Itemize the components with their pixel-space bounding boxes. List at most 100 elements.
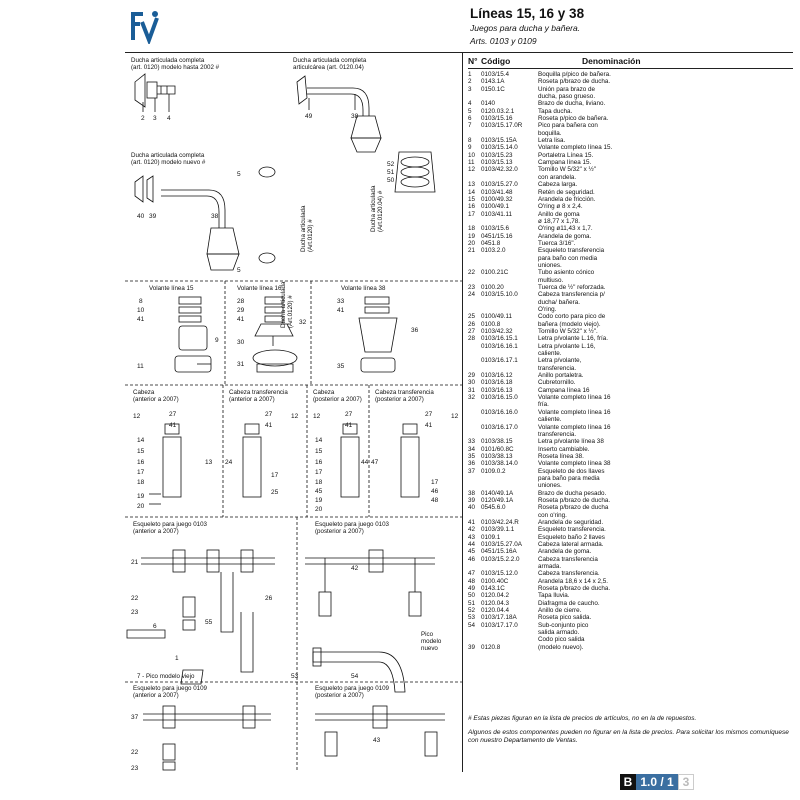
diagram-caption: Cabeza [133, 389, 155, 396]
cell-code [481, 416, 538, 423]
part-number: 15 [137, 448, 145, 455]
cell-desc: O'ring. [538, 306, 557, 313]
cell-desc: Diafragma de caucho. [538, 599, 600, 607]
table-row: ducha/ bañera. [468, 299, 793, 306]
cell-code: 0103/16.13 [481, 386, 513, 394]
cell-num: 3 [468, 85, 472, 93]
part-number: 20 [137, 503, 145, 510]
cell-desc: Boquilla p/pico de bañera. [538, 71, 611, 78]
cell-code: 0103/42.32 [481, 328, 513, 336]
cell-num [468, 409, 481, 416]
table-row: con arandela. [468, 174, 793, 181]
cell-desc: Letra p/volante L.16, [538, 342, 596, 350]
cell-desc: para baño para media [538, 474, 600, 482]
cell-code: 0103.2.0 [481, 247, 506, 255]
cell-num: 9 [468, 144, 472, 152]
cell-num: 44 [468, 541, 476, 548]
diagram-caption: Ducha articulada [370, 185, 377, 232]
cell-desc: O'ring ø 8 x 2,4. [538, 203, 583, 211]
cell-code: 0140 [481, 100, 496, 108]
cell-num: 32 [468, 394, 476, 402]
cell-desc: Esqueleto transferencia. [538, 526, 606, 534]
cell-code: 0120.04.3 [481, 599, 510, 607]
cell-code: 0451.8 [481, 239, 501, 247]
cell-num [468, 636, 481, 643]
cell-code [481, 93, 538, 100]
cell-num: 48 [468, 577, 476, 585]
table-row: ducha, paso grueso. [468, 93, 793, 100]
cell-num: 46 [468, 555, 476, 563]
cell-code [481, 277, 538, 284]
cell-num: 45 [468, 548, 476, 556]
table-row: armada. [468, 563, 793, 570]
diagram-caption: Volante línea 38 [341, 285, 386, 292]
part-number: 52 [387, 161, 395, 168]
part-number: 22 [131, 595, 139, 602]
part-number: 48 [431, 497, 439, 504]
part-number: 23 [131, 765, 139, 772]
part-number: 6 [153, 623, 157, 630]
cell-desc: Volante completo línea 16 [538, 423, 611, 431]
part-number: 11 [137, 363, 144, 370]
part-number: 43 [373, 737, 381, 744]
cell-desc: Arandela de seguridad. [538, 518, 604, 526]
part-number: 32 [299, 319, 307, 326]
cell-code: 0140/49.1A [481, 489, 514, 497]
cell-code: 0103/16.18 [481, 379, 513, 387]
cell-num: 13 [468, 181, 476, 189]
cell-num: 47 [468, 570, 476, 578]
cell-code: 0103/15.12.0 [481, 570, 518, 578]
cell-desc: Roseta línea 38. [538, 452, 584, 460]
part-number: 1 [175, 655, 179, 662]
part-number: 27 [169, 411, 177, 418]
cell-num: 14 [468, 188, 476, 196]
cell-num: 19 [468, 232, 476, 240]
cell-num: 42 [468, 526, 476, 534]
cell-desc: Anillo de goma [538, 210, 580, 218]
part-number: 42 [351, 565, 359, 572]
part-number: 12 [313, 413, 321, 420]
fv-logo [125, 8, 161, 44]
part-number: 41 [265, 422, 273, 429]
cell-code [481, 636, 538, 643]
diagram-caption: Ducha articulada completa [131, 152, 205, 159]
cell-desc: Tapa ducha. [538, 107, 573, 115]
col-code-header: Código [481, 56, 511, 66]
cell-desc: Volante completo línea 16 [538, 394, 611, 402]
diagram-caption: Volante línea 16 [237, 285, 282, 292]
cell-code: 0103/15.15A [481, 137, 517, 145]
cell-desc: Codo pico salida [538, 636, 585, 644]
cell-desc: Cabeza transferencia. [538, 570, 600, 578]
diagram-caption: (Art.0120) # [307, 219, 314, 252]
cell-code: 0103/15.4 [481, 71, 510, 78]
cell-num: 17 [468, 210, 476, 218]
cell-code: 0101/60.8C [481, 445, 514, 453]
cell-num [468, 299, 481, 306]
part-number: 12 [291, 413, 299, 420]
cell-code [481, 174, 538, 181]
table-row: fría. [468, 401, 793, 408]
cell-desc: Tornillo W 5/32" x ½" [538, 166, 597, 174]
cell-num: 18 [468, 225, 476, 233]
cell-code [481, 563, 538, 570]
cell-desc: Retén de seguridad. [538, 188, 595, 196]
part-number: 12 [451, 413, 459, 420]
cell-desc: Inserto cambiable. [538, 445, 590, 453]
cell-code: 0103/17.17.0 [481, 621, 518, 629]
page-title: Líneas 15, 16 y 38 [470, 6, 585, 21]
diagram-caption: (anterior a 2007) [133, 396, 179, 403]
cell-num [468, 93, 481, 100]
diagram-caption: Cabeza transferencia [375, 389, 434, 396]
